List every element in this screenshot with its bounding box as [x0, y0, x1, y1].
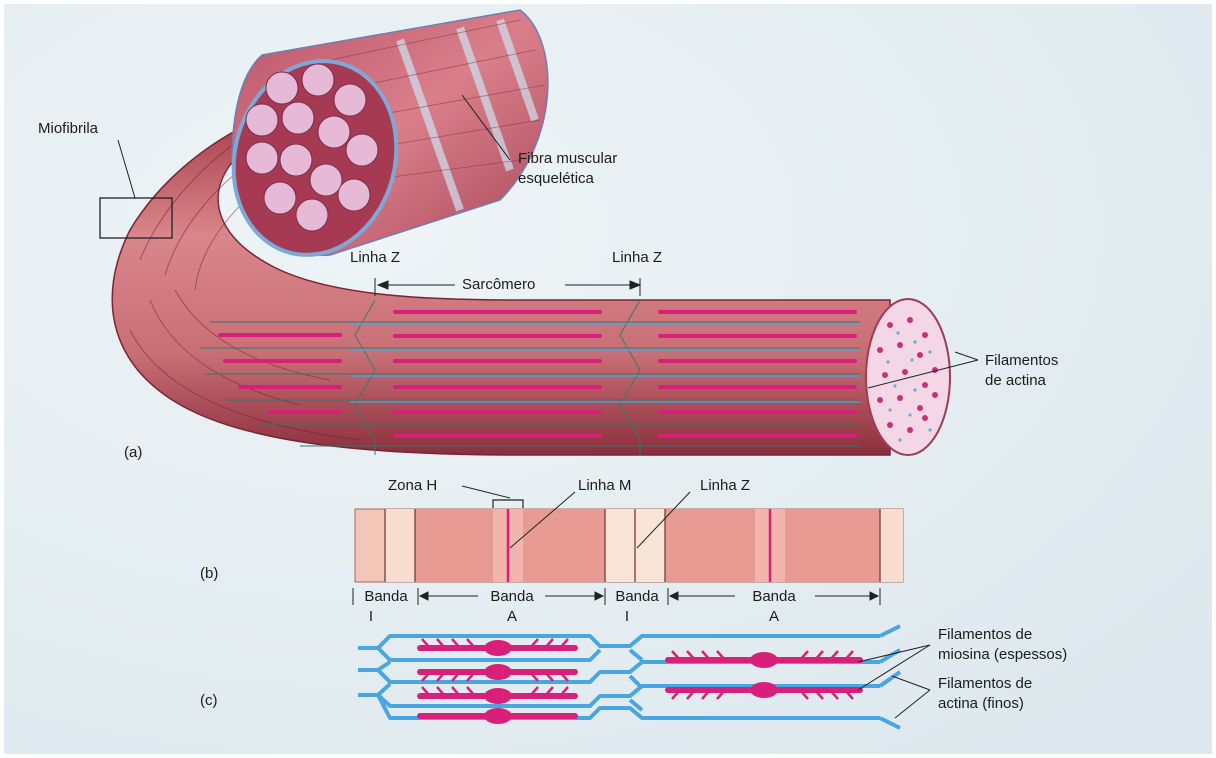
label-filamentos-actina-line2: de actina: [985, 372, 1046, 390]
label-fibra-muscular-line2: esquelética: [518, 170, 594, 188]
label-fibra-muscular-line1: Fibra muscular: [518, 150, 617, 168]
label-zona-h: Zona H: [388, 477, 437, 495]
label-banda-i-left: Banda: [356, 588, 416, 606]
label-linha-z-right: Linha Z: [612, 249, 662, 267]
label-actina-finos-line2: actina (finos): [938, 695, 1024, 713]
label-sarcomero: Sarcômero: [462, 276, 535, 294]
part-label-c: (c): [200, 692, 218, 710]
label-linha-z-b: Linha Z: [700, 477, 750, 495]
label-banda-i-right-letter: I: [607, 608, 647, 626]
label-banda-i-left-letter: I: [356, 608, 386, 626]
label-linha-m: Linha M: [578, 477, 631, 495]
label-miosina-line1: Filamentos de: [938, 626, 1032, 644]
label-filamentos-actina-line1: Filamentos: [985, 352, 1058, 370]
label-miosina-line2: miosina (espessos): [938, 646, 1067, 664]
label-banda-a-right: Banda: [744, 588, 804, 606]
label-banda-i-right: Banda: [607, 588, 667, 606]
label-linha-z-left: Linha Z: [350, 249, 400, 267]
part-label-b: (b): [200, 565, 218, 583]
label-banda-a-right-letter: A: [744, 608, 804, 626]
part-label-a: (a): [124, 444, 142, 462]
label-miofibrila: Miofibrila: [38, 120, 98, 138]
label-banda-a-left: Banda: [482, 588, 542, 606]
label-banda-a-left-letter: A: [482, 608, 542, 626]
label-actina-finos-line1: Filamentos de: [938, 675, 1032, 693]
